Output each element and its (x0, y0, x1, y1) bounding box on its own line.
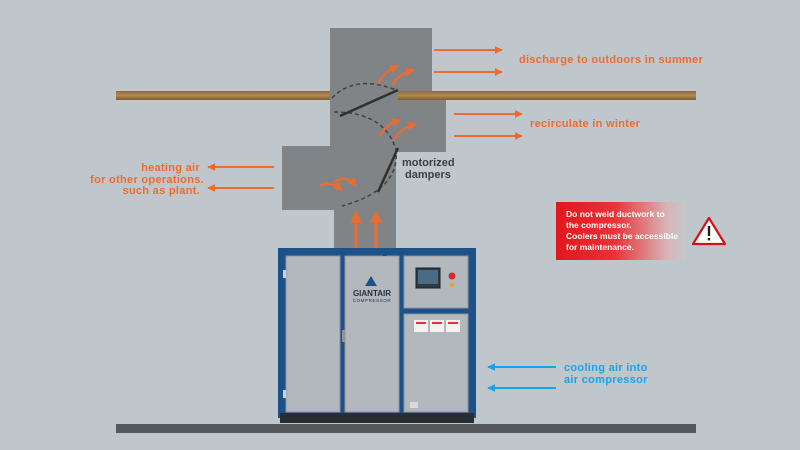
heating-label-line2: for other operations. (90, 173, 204, 186)
warning-triangle-icon (691, 216, 727, 246)
recirculate-arrows (454, 110, 523, 140)
floor (116, 424, 696, 433)
compressor-brand-subtitle: COMPRESSOR (352, 298, 392, 303)
vertical-arrows (350, 210, 382, 248)
compressor-logo-icon (365, 276, 377, 286)
warning-line4: for maintenance. (566, 242, 635, 252)
discharge-arrows (434, 46, 503, 76)
compressor (278, 248, 476, 423)
damper-blades (339, 88, 400, 193)
compressor-brand: GIANTAIR COMPRESSOR (345, 289, 399, 304)
heating-label-line1: heating air (141, 162, 200, 174)
compressor-brand-name: GIANTAIR (352, 289, 392, 298)
discharge-label: discharge to outdoors in summer (519, 54, 704, 66)
heating-arrows (207, 163, 274, 192)
heating-label: heating air for other operations. such a… (90, 162, 204, 198)
recirculate-label: recirculate in winter (530, 118, 641, 130)
duct-flow-arrows (319, 64, 417, 191)
cooling-arrows (487, 363, 556, 392)
compressor-left-panel (285, 255, 341, 413)
cooling-label-line1: cooling air into (564, 362, 648, 374)
cooling-label-line2: air compressor (564, 374, 648, 386)
warning-line3: Coolers must be accessible (566, 231, 678, 241)
ductwork (282, 28, 446, 250)
emergency-stop-button (448, 272, 456, 280)
heating-label-line3: such as plant. (122, 185, 200, 197)
dampers-label-line2: dampers (405, 169, 451, 181)
warning-line1: Do not weld ductwork to (566, 209, 665, 219)
warning-box: Do not weld ductwork to the compressor. … (556, 202, 686, 260)
dampers-label: motorized dampers (402, 157, 455, 181)
dampers-label-line1: motorized (402, 157, 455, 169)
warning-line2: the compressor. (566, 220, 632, 230)
cooling-label: cooling air into air compressor (564, 362, 648, 386)
